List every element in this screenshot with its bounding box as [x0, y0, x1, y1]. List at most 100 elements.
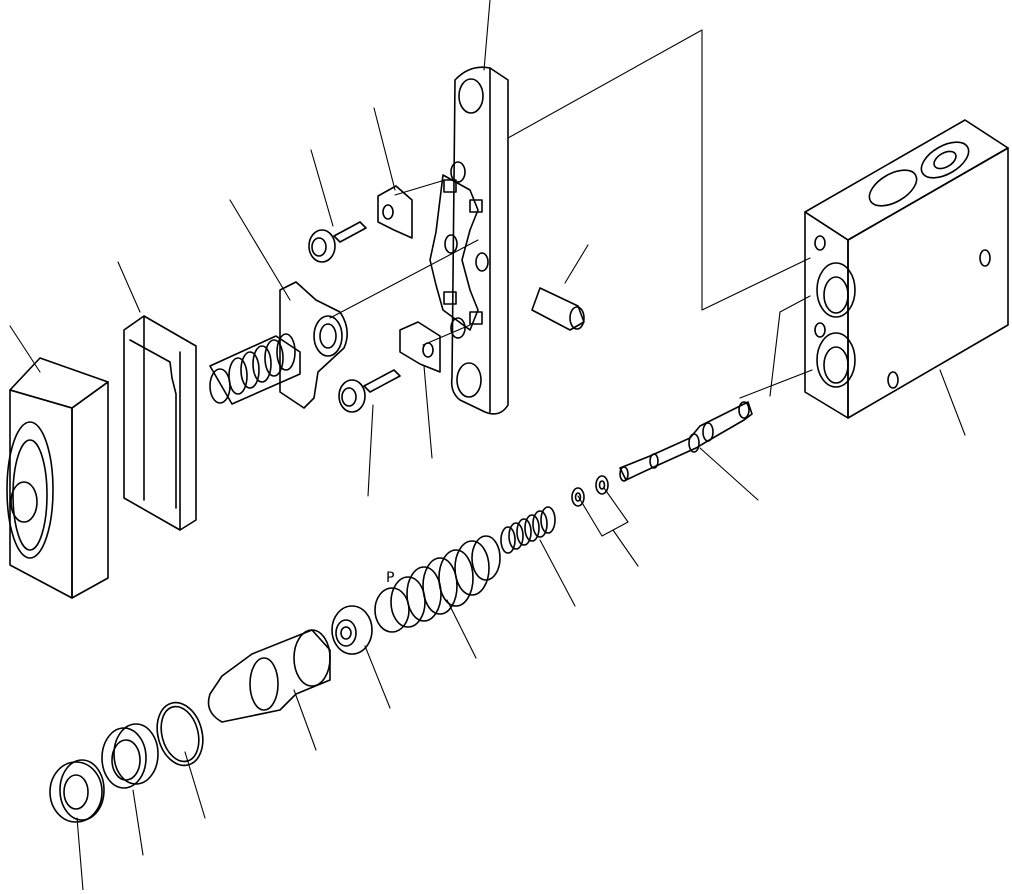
leader-line-bushing [132, 789, 144, 856]
lever-link-tab-upper [443, 179, 457, 193]
plate-hole-bottom [456, 362, 482, 398]
valve-body-bore-lower-inner [823, 346, 849, 384]
large-spring: P [374, 535, 501, 633]
upper-gasket-outline [377, 185, 413, 239]
leader-line-lever-body [229, 199, 291, 301]
leader-line-cover-gasket [117, 261, 141, 313]
cover-gasket-outline [123, 315, 197, 531]
valve-body-top-port-right [920, 141, 970, 179]
cover-gasket [123, 315, 197, 531]
cap-block-recess-outer [6, 421, 54, 559]
leader-line-large-spring [446, 599, 477, 659]
leader-line-small-spring [539, 539, 576, 607]
upper-gasket-hole [382, 204, 394, 220]
spool-body [619, 401, 753, 481]
lever-body-thread-5 [276, 333, 296, 371]
valve-body-hole-mid [814, 322, 826, 338]
large-spring-coil-3 [406, 566, 442, 622]
leader-line-lower-gasket [423, 365, 433, 459]
upper-bolt [308, 221, 367, 263]
lower-bolt-head [338, 379, 366, 413]
small-spring-coil-3 [516, 518, 532, 546]
valve-body-hole-top [814, 235, 826, 251]
large-spring-coil-2 [390, 576, 426, 628]
spool-tip [738, 401, 750, 419]
lever-link-pivot [444, 234, 458, 254]
valve-body-top-port-inner [933, 150, 957, 170]
spool [619, 401, 753, 482]
leader-line-spool-a [769, 295, 811, 397]
washers [571, 475, 609, 507]
lever-body-boss [313, 315, 343, 357]
lever-link-outline [429, 174, 479, 331]
leader-line-plate [483, 0, 491, 71]
lower-bolt-shank [363, 369, 401, 393]
lower-gasket-hole [422, 342, 434, 358]
large-spring-coil-5 [438, 549, 474, 607]
cover-gasket-inner [129, 339, 177, 509]
leader-line-spool [699, 447, 759, 501]
cap-block [6, 357, 109, 599]
valve-body-bore-upper-inner [823, 276, 849, 314]
small-spring-coil-2 [508, 522, 524, 550]
large-spring-coil-7 [471, 535, 501, 581]
seal-back [59, 759, 105, 821]
valve-body-bore-upper [816, 262, 856, 318]
leader-line-cap [9, 325, 41, 373]
small-spring-coil-1 [500, 526, 516, 554]
lever-body-thread-2 [240, 351, 260, 389]
bushing-bore [111, 739, 141, 781]
spring-seat [331, 605, 373, 655]
valve-body-top-port-left [868, 169, 918, 207]
mounting-plate [450, 66, 509, 415]
valve-body [804, 119, 1009, 419]
small-spring [500, 506, 556, 554]
cap-block-top [9, 357, 109, 409]
o-ring-outer [156, 701, 204, 767]
lever-body-thread-3 [252, 345, 272, 383]
leader-line-seat [364, 645, 391, 709]
leader-line-lower-bolt [367, 404, 374, 497]
spool-end [619, 466, 629, 482]
leader-line-washers-tail [612, 529, 639, 567]
lower-gasket [399, 321, 441, 373]
washer-1-hole [574, 492, 582, 502]
valve-body-front [804, 211, 849, 419]
plate-hole-mid [475, 252, 489, 272]
large-spring-coil-4 [422, 557, 458, 615]
upper-gasket [377, 185, 413, 239]
lever-link-tab-lower [443, 291, 457, 305]
lever-link-tab-lower-right [469, 311, 483, 325]
o-ring-inner [160, 705, 200, 763]
small-spring-coil-5 [532, 510, 548, 538]
small-spring-coil-4 [524, 514, 540, 542]
spool-land-1 [649, 453, 659, 469]
lever-link-tab-upper-right [469, 199, 483, 213]
lever-body-thread-4 [264, 339, 284, 377]
lever-body-thread-1 [228, 357, 248, 395]
leader-line-piston [293, 689, 317, 751]
large-spring-label: P [386, 570, 394, 586]
spring-seat-outer [331, 605, 373, 655]
leader-line-o-ring [184, 751, 206, 819]
plate-hole-lower-small [450, 317, 466, 339]
lower-bolt-head-socket [341, 387, 357, 407]
leader-line-seal [76, 817, 84, 891]
lower-gasket-outline [399, 321, 441, 373]
cap-block-center-hole [10, 481, 38, 523]
washer-2-hole [598, 480, 606, 490]
leader-line-valve-body [939, 369, 966, 436]
lever-body-hole [319, 323, 337, 349]
leader-line-upper-gasket [373, 107, 396, 191]
spool-land-3 [702, 422, 714, 442]
spool-land-2 [688, 433, 700, 453]
plate-outline [450, 66, 509, 415]
o-ring [156, 701, 204, 767]
pin [531, 287, 585, 331]
valve-body-hole-side-high [979, 249, 991, 267]
lever-link [429, 174, 483, 331]
large-spring-coil-1 [374, 587, 410, 633]
piston-head [293, 629, 331, 687]
leader-line-lower-gasket-to-plate [422, 324, 471, 346]
valve-body-bore-lower [816, 332, 856, 388]
